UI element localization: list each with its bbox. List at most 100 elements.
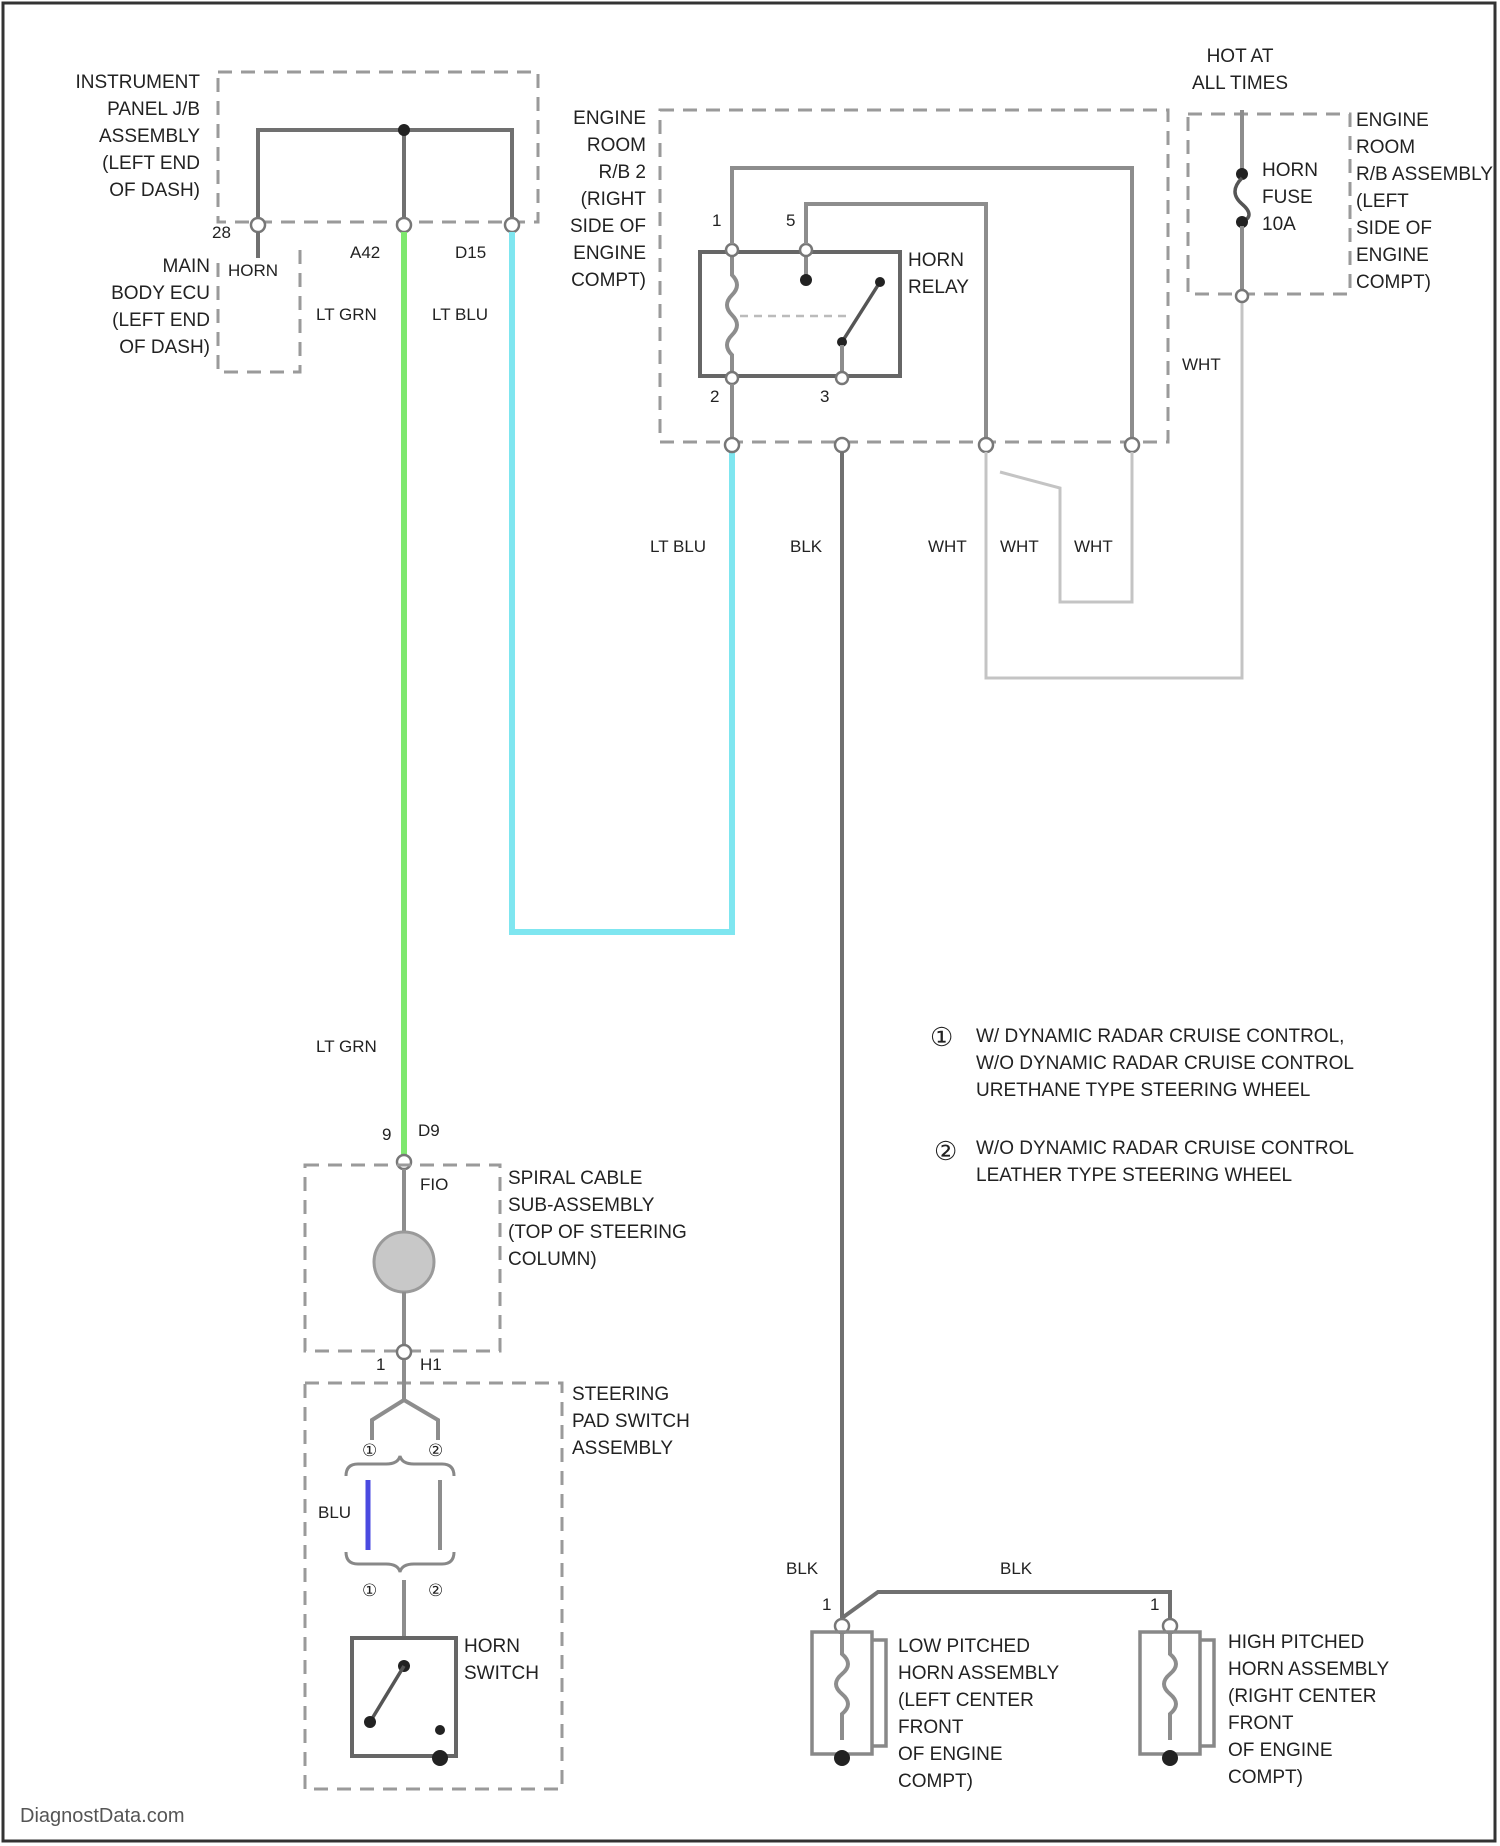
wire-label-wht-1: WHT — [928, 537, 967, 556]
rb2-pin-wht-b — [1125, 438, 1139, 452]
horn-switch-contact-fixed — [435, 1725, 445, 1735]
spiral-top-conn: D9 — [418, 1121, 440, 1140]
relay-pin-2 — [726, 372, 738, 384]
horn-relay-contact-fixed — [800, 274, 812, 286]
relay-pin-1 — [726, 244, 738, 256]
wire-label-blk-horn: BLK — [786, 1559, 819, 1578]
spiral-bottom-conn: H1 — [420, 1355, 442, 1374]
wire-relay-pin1-supply — [732, 168, 1132, 442]
high-horn-coil — [1164, 1634, 1176, 1740]
horn-switch-body — [352, 1638, 456, 1756]
wire-label-lt-grn-top: LT GRN — [316, 305, 377, 324]
relay-pin-3 — [836, 372, 848, 384]
high-horn-ground — [1162, 1750, 1178, 1766]
spiral-top-pin: 9 — [382, 1125, 391, 1144]
pad-bracket-bottom — [346, 1552, 454, 1572]
wire-wht-loop-b — [1000, 452, 1132, 602]
wire-label-wht-2: WHT — [1000, 537, 1039, 556]
wire-blk-bridge — [842, 1592, 1170, 1626]
pad-variant-1-bottom: ① — [362, 1581, 377, 1600]
rb2-pin-blk — [835, 438, 849, 452]
pad-variant-2-top: ② — [428, 1441, 443, 1460]
relay-pin-2-label: 2 — [710, 387, 719, 406]
diagram-frame — [3, 3, 1495, 1841]
wire-relay-pin5-supply — [806, 204, 986, 442]
horn-fuse-icon — [1235, 178, 1249, 222]
high-horn-label: HIGH PITCHEDHORN ASSEMBLY(RIGHT CENTERFR… — [1228, 1632, 1390, 1788]
svg-text:W/O DYNAMIC RADAR CRUISE CONTR: W/O DYNAMIC RADAR CRUISE CONTROLLEATHER … — [976, 1138, 1354, 1186]
spiral-bottom-pin-dot — [397, 1345, 411, 1359]
horn-relay-contact-tip — [875, 277, 885, 287]
high-horn-bell — [1200, 1640, 1214, 1746]
spiral-top-pin-dot — [397, 1155, 411, 1169]
legend-note2-symbol: ② — [934, 1136, 957, 1166]
pad-variant-2-bottom: ② — [428, 1581, 443, 1600]
wire-label-lt-blu-top: LT BLU — [432, 305, 488, 324]
wire-label-wht-fuse: WHT — [1182, 355, 1221, 374]
jb-conn-28: 28 — [212, 223, 231, 242]
relay-pin-3-label: 3 — [820, 387, 829, 406]
jb-pin-d15 — [505, 218, 519, 232]
svg-text:W/ DYNAMIC RADAR CRUISE CONTRO: W/ DYNAMIC RADAR CRUISE CONTROL,W/O DYNA… — [976, 1026, 1354, 1101]
horn-relay-contact-arm — [842, 282, 880, 342]
watermark: DiagnostData.com — [20, 1805, 185, 1827]
jb-pin-28 — [251, 218, 265, 232]
pad-wire-fork-b — [404, 1400, 438, 1440]
relay-pin-1-label: 1 — [712, 211, 721, 230]
horn-relay-coil — [727, 250, 737, 380]
horn-switch-contact-pivot — [364, 1716, 376, 1728]
wire-label-lt-blu-relay: LT BLU — [650, 537, 706, 556]
low-horn-bell — [872, 1640, 886, 1746]
legend-note1-symbol: ① — [930, 1022, 953, 1052]
wire-label-wht-3: WHT — [1074, 537, 1113, 556]
spiral-bottom-pin: 1 — [376, 1355, 385, 1374]
jb-pin-a42 — [397, 218, 411, 232]
legend-note1: W/ DYNAMIC RADAR CRUISE CONTROL,W/O DYNA… — [976, 1026, 1354, 1101]
jb-conn-a42: A42 — [350, 243, 380, 262]
rb2-pin-lt-blu — [725, 438, 739, 452]
high-horn-pin: 1 — [1150, 1595, 1159, 1614]
horn-switch-ground — [432, 1750, 448, 1766]
instrument-panel-jb-box — [218, 72, 538, 222]
spiral-conn-label: FIO — [420, 1175, 448, 1194]
low-horn-pin: 1 — [822, 1595, 831, 1614]
jb-junction-dot — [398, 124, 410, 136]
horn-switch-arm — [370, 1666, 404, 1722]
jb-busbar — [258, 130, 512, 225]
jb-conn-d15: D15 — [455, 243, 486, 262]
engine-room-rb2-box — [660, 110, 1168, 442]
low-horn-ground — [834, 1750, 850, 1766]
relay-pin-5-label: 5 — [786, 211, 795, 230]
low-horn-coil — [836, 1634, 848, 1740]
wire-label-blk-relay: BLK — [790, 537, 823, 556]
svg-text:ENGINEROOMR/B 2(RIGHTSIDE OFEN: ENGINEROOMR/B 2(RIGHTSIDE OFENGINECOMPT) — [570, 108, 646, 291]
spiral-cable-icon — [374, 1232, 434, 1292]
fuse-pin — [1236, 290, 1248, 302]
wire-label-blu: BLU — [318, 1503, 351, 1522]
relay-pin-5 — [800, 244, 812, 256]
